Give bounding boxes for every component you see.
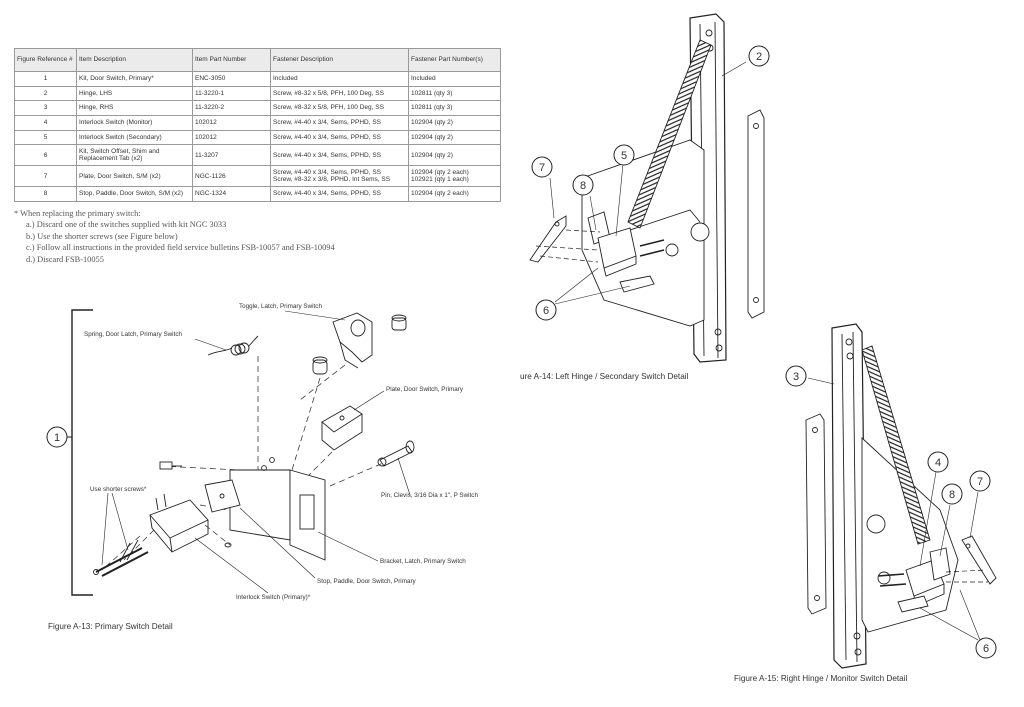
bushing-part	[312, 356, 328, 375]
callout-6-right: 6	[975, 637, 997, 659]
right-hinge-bar	[831, 323, 867, 669]
caption-figure-a14: ure A-14: Left Hinge / Secondary Switch …	[520, 372, 689, 381]
svg-text:6: 6	[543, 305, 549, 317]
header-figure-ref: Figure Reference #	[14, 48, 77, 72]
assembly-lines	[101, 356, 391, 571]
figure-a13-drawing	[50, 309, 415, 596]
callout-7-right: 7	[969, 470, 991, 492]
figure-a15-drawing	[805, 323, 997, 669]
cell-fastener: Screw, #8-32 x 5/8, PFH, 100 Deg, SS	[270, 85, 409, 102]
offset-6-right-part	[897, 595, 929, 613]
bracket-part	[229, 457, 326, 561]
table-header-row: Figure Reference # Item Description Item…	[14, 48, 501, 72]
spring-part	[207, 335, 259, 356]
figure-a14-drawing	[529, 13, 765, 363]
cell-fastener: Screw, #4-40 x 3/4, Sems, PPHD, SS Screw…	[270, 165, 409, 188]
plate-7-right-part	[961, 535, 997, 585]
svg-text:7: 7	[539, 162, 545, 174]
header-fastener-part-numbers: Fastener Part Number(s)	[408, 48, 501, 72]
table-row: 4 Interlock Switch (Monitor) 102012 Scre…	[14, 115, 501, 131]
svg-text:2: 2	[756, 51, 762, 63]
svg-text:6: 6	[983, 643, 989, 655]
notes-intro: * When replacing the primary switch:	[14, 209, 141, 218]
hinge-frame	[581, 139, 705, 327]
stop-part	[204, 479, 241, 513]
left-spring	[627, 39, 712, 229]
shorter-screws	[93, 539, 149, 577]
callout-2: 2	[748, 45, 770, 67]
cell-fastener-pn: 102811 (qty 3)	[408, 85, 501, 102]
cell-fastener-pn: 102904 (qty 2 each) 102921 (qty 1 each)	[408, 165, 501, 188]
side-plate-right	[805, 413, 827, 615]
svg-text:8: 8	[580, 180, 586, 192]
callout-8: 8	[572, 174, 594, 196]
callout-5: 5	[613, 144, 635, 166]
replacement-notes: * When replacing the primary switch: a.)…	[14, 208, 335, 265]
header-item-part-number: Item Part Number	[192, 48, 271, 72]
callout-8-right: 8	[941, 483, 963, 505]
table-row: 5 Interlock Switch (Secondary) 102012 Sc…	[14, 129, 501, 146]
callout-7: 7	[531, 156, 553, 178]
note-item: d.) Discard FSB-10055	[26, 254, 104, 264]
label-bracket: Bracket, Latch, Primary Switch	[380, 558, 466, 565]
svg-text:7: 7	[977, 476, 983, 488]
callout-6: 6	[535, 299, 557, 321]
table-row: 7 Plate, Door Switch, S/M (x2) NGC-1126 …	[14, 165, 501, 188]
callout-1-label: 1	[54, 432, 60, 444]
screw-part	[159, 461, 182, 470]
note-item: b.) Use the shorter screws (see Figure b…	[26, 231, 178, 241]
table-row: 1 Kit, Door Switch, Primary* ENC-3050 In…	[14, 71, 501, 87]
offset-6-part	[619, 275, 655, 293]
label-toggle: Toggle, Latch, Primary Switch	[239, 303, 322, 310]
side-plate	[747, 109, 765, 319]
note-item: a.) Discard one of the switches supplied…	[26, 220, 227, 230]
caption-figure-a13: Figure A-13: Primary Switch Detail	[48, 622, 173, 631]
washer-part	[224, 542, 232, 548]
label-pin: Pin, Clevis, 3/16 Dia x 1", P Switch	[381, 492, 478, 499]
svg-text:5: 5	[621, 150, 627, 162]
svg-text:3: 3	[793, 371, 799, 383]
callout-4: 4	[927, 451, 949, 473]
cell-part-number: NGC-1324	[192, 186, 271, 203]
callout-1: 1	[46, 426, 68, 448]
table-row: 2 Hinge, LHS 11-3220-1 Screw, #8-32 x 5/…	[14, 85, 501, 102]
bracket-line	[71, 309, 93, 596]
label-interlock: Interlock Switch (Primary)*	[236, 594, 311, 601]
caption-figure-a15: Figure A-15: Right Hinge / Monitor Switc…	[734, 674, 908, 683]
plate-7-part	[529, 215, 567, 263]
table-row: 3 Hinge, RHS 11-3220-2 Screw, #8-32 x 5/…	[14, 100, 501, 117]
plate-part	[321, 405, 363, 451]
header-fastener-description: Fastener Description	[270, 48, 409, 72]
toggle-part	[332, 312, 407, 369]
label-plate: Plate, Door Switch, Primary	[386, 386, 464, 393]
header-item-description: Item Description	[76, 48, 193, 72]
label-shorter-screws: Use shorter screws*	[90, 486, 147, 493]
callout-3: 3	[785, 365, 807, 387]
interlock-switch-part	[149, 493, 209, 553]
label-stop: Stop, Paddle, Door Switch, Primary	[317, 578, 417, 585]
cell-ref: 2	[14, 85, 77, 102]
svg-text:4: 4	[935, 457, 941, 469]
label-spring: Spring, Door Latch, Primary Switch	[84, 331, 182, 338]
pin-part	[377, 440, 415, 467]
stop-8-right-part	[929, 547, 951, 581]
note-item: c.) Follow all instructions in the provi…	[26, 243, 335, 253]
right-spring	[861, 345, 931, 545]
cell-fastener-pn: 102811 (qty 3)	[408, 100, 501, 117]
cell-fastener-pn: 102904 (qty 2 each)	[408, 186, 501, 203]
cell-fastener-pn: Included	[408, 71, 501, 87]
svg-text:8: 8	[949, 489, 955, 501]
parts-table: Figure Reference # Item Description Item…	[14, 48, 501, 203]
leader-lines	[101, 310, 411, 594]
table-row: 8 Stop, Paddle, Door Switch, S/M (x2) NG…	[14, 186, 501, 203]
